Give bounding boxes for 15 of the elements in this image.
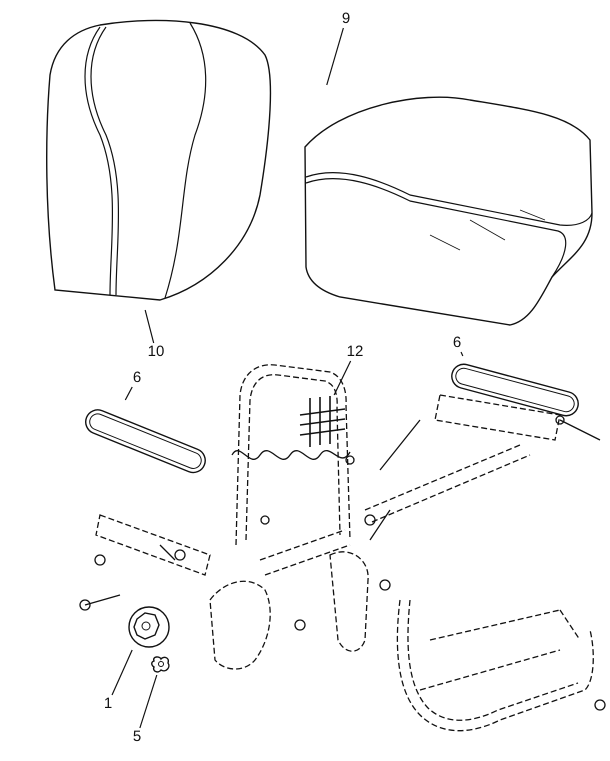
callout-number: 12 — [344, 343, 366, 361]
callout-number: 5 — [130, 728, 144, 746]
leader-line — [334, 360, 352, 396]
callout-number: 6 — [130, 369, 144, 387]
leader-line — [124, 386, 133, 400]
leader-line — [326, 28, 344, 86]
leader-line — [139, 674, 158, 728]
pin-drawing — [150, 655, 172, 675]
callout-number: 6 — [450, 334, 464, 352]
leader-line — [144, 310, 154, 344]
callout-number: 1 — [101, 695, 115, 713]
leader-line — [460, 352, 464, 356]
callout-number: 10 — [146, 343, 166, 361]
leader-line — [111, 650, 133, 696]
callout-number: 9 — [338, 10, 354, 28]
